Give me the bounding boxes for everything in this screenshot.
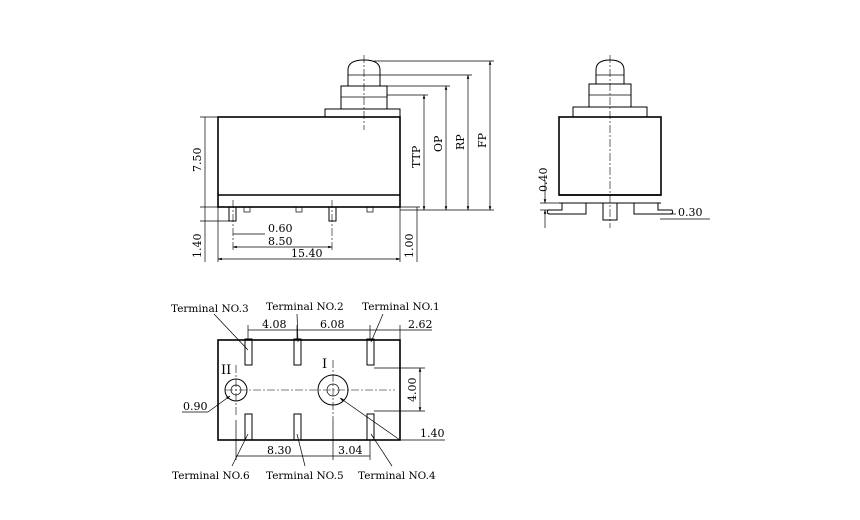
label-terminal-3: Terminal NO.3 <box>171 303 249 315</box>
hole-ii-inner <box>230 384 242 396</box>
dim-pin-pitch-a: 0.60 <box>268 222 293 235</box>
side-pin <box>602 202 618 221</box>
label-fp: FP <box>476 132 489 148</box>
mark-circuit-i: I <box>322 357 327 372</box>
dim-tab: 0.30 <box>678 206 703 219</box>
dim-hole-small: 0.90 <box>183 400 208 413</box>
slot-terminal-5 <box>293 413 302 441</box>
plunger-housing-step <box>324 108 401 117</box>
dim-pin-pitch-b: 8.50 <box>268 235 293 248</box>
bottom-view: II I Terminal NO.3 Terminal NO.2 Termina… <box>171 301 445 482</box>
slot-terminal-6 <box>244 413 253 441</box>
front-stub-3 <box>366 206 374 213</box>
label-terminal-6: Terminal NO.6 <box>172 470 250 482</box>
dim-pitch-left-bottom: 8.30 <box>267 444 292 457</box>
mark-circuit-ii: II <box>221 363 231 378</box>
front-pin-left <box>228 206 237 222</box>
hole-i-inner <box>326 383 340 397</box>
leader-terminal-6 <box>231 433 249 467</box>
dim-hole-large: 1.40 <box>420 427 445 440</box>
slot-terminal-3 <box>244 338 253 366</box>
leader-terminal-3 <box>213 313 249 351</box>
dim-pitch-right-bottom: 3.04 <box>338 444 363 457</box>
dim-overall-length: 15.40 <box>291 247 323 260</box>
hole-i-outer <box>317 374 349 406</box>
label-op: OP <box>432 135 445 152</box>
slot-terminal-2 <box>293 338 302 366</box>
dim-standoff: 0.40 <box>537 168 550 193</box>
label-terminal-2: Terminal NO.2 <box>266 301 344 313</box>
slot-terminal-1 <box>366 338 375 366</box>
leader-terminal-4 <box>370 433 393 467</box>
front-stub-1 <box>243 206 251 213</box>
leader-1-40 <box>339 397 401 441</box>
dim-pitch-mid-top: 6.08 <box>320 318 345 331</box>
dim-bottom-offset: 1.00 <box>403 234 416 259</box>
leader-terminal-2 <box>296 313 299 343</box>
side-view: 0.40 0.30 <box>537 55 710 228</box>
label-rp: RP <box>454 134 467 150</box>
label-ttp: TTP <box>410 145 423 168</box>
side-tab-right <box>633 203 674 215</box>
dim-pin-height: 1.40 <box>191 234 204 259</box>
side-tab-left <box>546 203 587 215</box>
dim-pitch-left-top: 4.08 <box>262 318 287 331</box>
leader-terminal-1 <box>370 313 384 343</box>
dim-row-spacing: 4.00 <box>406 378 419 403</box>
label-terminal-1: Terminal NO.1 <box>362 301 440 313</box>
slot-terminal-4 <box>366 413 375 441</box>
front-view: 7.50 1.40 0.60 8.50 15.40 1.00 TTP OP RP… <box>191 55 494 262</box>
leader-0-90 <box>207 395 231 413</box>
hole-ii-outer <box>224 378 248 402</box>
leader-terminal-5 <box>296 433 306 467</box>
dim-right-edge: 2.62 <box>408 318 433 331</box>
label-terminal-4: Terminal NO.4 <box>358 470 436 482</box>
front-pin-right <box>328 206 337 222</box>
bottom-body <box>217 339 401 441</box>
label-terminal-5: Terminal NO.5 <box>266 470 344 482</box>
front-body <box>217 116 401 208</box>
dim-body-height: 7.50 <box>191 148 204 173</box>
front-stub-2 <box>295 206 303 213</box>
